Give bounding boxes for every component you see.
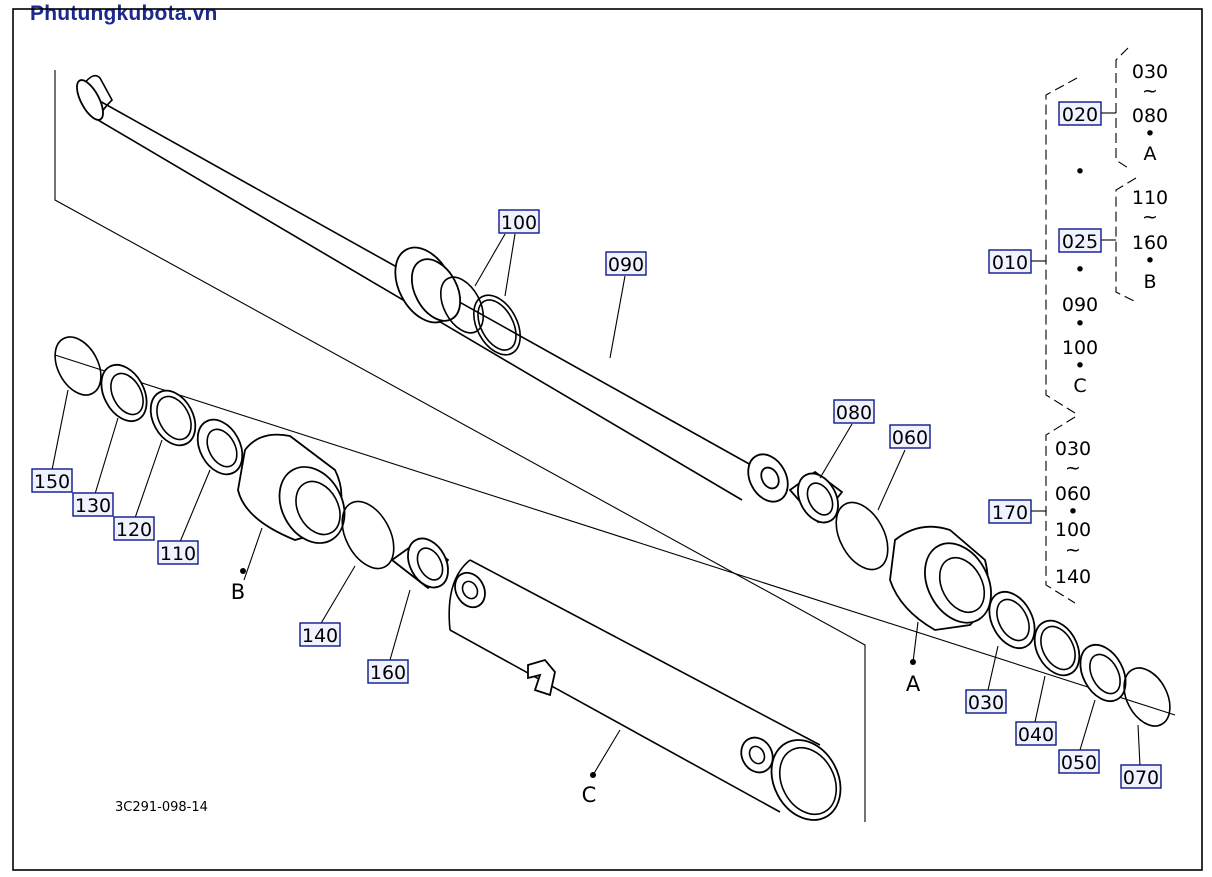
label-130[interactable]: 130 bbox=[72, 492, 114, 517]
part-number: 160 bbox=[370, 662, 406, 684]
legend-item: 100 bbox=[1062, 337, 1098, 359]
separator-dot: • bbox=[1074, 259, 1085, 281]
label-070[interactable]: 070 bbox=[1120, 764, 1162, 789]
label-080[interactable]: 080 bbox=[833, 399, 875, 424]
range-point: B bbox=[1143, 271, 1156, 293]
label-060[interactable]: 060 bbox=[889, 424, 931, 449]
part-number: 120 bbox=[116, 519, 152, 541]
range-from: 110 bbox=[1132, 187, 1168, 209]
part-number: 090 bbox=[608, 254, 644, 276]
range-tilde: ~ bbox=[1142, 206, 1158, 228]
assembly-number: 025 bbox=[1062, 231, 1098, 253]
point-label-c: C bbox=[582, 783, 597, 807]
part-number: 030 bbox=[968, 692, 1004, 714]
leader-lines bbox=[51, 233, 1141, 776]
label-090[interactable]: 090 bbox=[605, 251, 647, 276]
part-number: 110 bbox=[160, 543, 196, 565]
range-to: 080 bbox=[1132, 105, 1168, 127]
label-050[interactable]: 050 bbox=[1058, 749, 1100, 774]
legend-170-line: 140 bbox=[1055, 566, 1091, 588]
assembly-number: 010 bbox=[992, 252, 1028, 274]
part-number: 100 bbox=[501, 212, 537, 234]
label-140[interactable]: 140 bbox=[299, 622, 341, 647]
legend-170-line: 060 bbox=[1055, 483, 1091, 505]
point-label-a: A bbox=[906, 672, 921, 696]
part-number: 080 bbox=[836, 402, 872, 424]
legend-item: C bbox=[1073, 375, 1086, 397]
legend-170-line: 030 bbox=[1055, 438, 1091, 460]
part-number: 150 bbox=[34, 471, 70, 493]
part-number: 060 bbox=[892, 427, 928, 449]
range-point: A bbox=[1144, 143, 1157, 165]
part-number: 070 bbox=[1123, 767, 1159, 789]
legend-010[interactable]: 010 bbox=[988, 249, 1032, 274]
range-from: 030 bbox=[1132, 61, 1168, 83]
separator-dot: • bbox=[1074, 355, 1085, 377]
legend-020[interactable]: 020 bbox=[1058, 101, 1102, 126]
point-dot-a bbox=[910, 659, 916, 665]
range-to: 160 bbox=[1132, 232, 1168, 254]
separator-dot: • bbox=[1074, 161, 1085, 183]
legend-170-line: ~ bbox=[1065, 457, 1081, 479]
point-dot-b bbox=[240, 568, 246, 574]
label-040[interactable]: 040 bbox=[1015, 721, 1057, 746]
label-120[interactable]: 120 bbox=[113, 516, 155, 541]
legend-025[interactable]: 025 bbox=[1058, 228, 1102, 253]
gland-assembly-b bbox=[54, 336, 1176, 716]
label-100[interactable]: 100 bbox=[498, 209, 540, 234]
cylinder-tube bbox=[448, 559, 842, 821]
drawing-frame bbox=[12, 8, 1203, 871]
legend-170-line: • bbox=[1067, 501, 1078, 523]
label-160[interactable]: 160 bbox=[367, 659, 409, 684]
range-dot: • bbox=[1144, 250, 1155, 272]
legend-170-line: 100 bbox=[1055, 519, 1091, 541]
part-number: 040 bbox=[1018, 724, 1054, 746]
legend-170-line: ~ bbox=[1065, 539, 1081, 561]
piston-rod-assembly bbox=[54, 70, 866, 822]
part-number: 050 bbox=[1061, 752, 1097, 774]
piston-assembly-a bbox=[788, 470, 1171, 727]
point-label-b: B bbox=[231, 580, 245, 604]
parts-legend: 010 020 025 170 030 ~ 080 • A • 110 ~ 16… bbox=[988, 47, 1168, 604]
label-110[interactable]: 110 bbox=[157, 540, 199, 565]
label-150[interactable]: 150 bbox=[31, 468, 73, 493]
separator-dot: • bbox=[1074, 313, 1085, 335]
assembly-number: 020 bbox=[1062, 104, 1098, 126]
part-number: 140 bbox=[302, 625, 338, 647]
point-dot-c bbox=[590, 772, 596, 778]
watermark: Phutungkubota.vn bbox=[30, 2, 218, 25]
assembly-number: 170 bbox=[992, 502, 1028, 524]
legend-item: 090 bbox=[1062, 294, 1098, 316]
drawing-code: 3C291-098-14 bbox=[115, 800, 208, 815]
range-tilde: ~ bbox=[1142, 80, 1158, 102]
part-number: 130 bbox=[75, 495, 111, 517]
label-030[interactable]: 030 bbox=[965, 689, 1007, 714]
range-dot: • bbox=[1144, 123, 1155, 145]
legend-170[interactable]: 170 bbox=[988, 499, 1032, 524]
